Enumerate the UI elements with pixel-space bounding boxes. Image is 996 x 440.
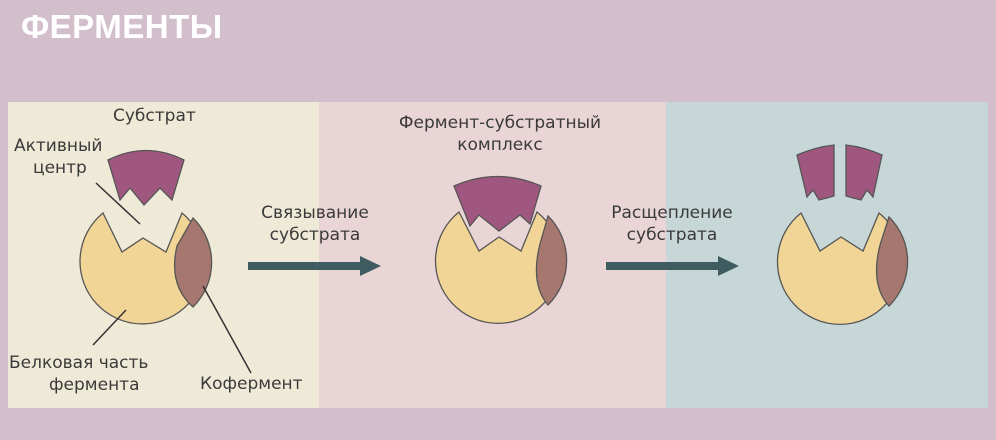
label-binding-line-1: Связывание xyxy=(261,203,369,223)
coenzyme xyxy=(174,216,213,308)
label-active-center-line-2: центр xyxy=(33,158,87,178)
substrate-fragment-left xyxy=(796,144,835,201)
enzyme-stage-3 xyxy=(776,211,909,325)
label-cleavage-line-2: субстрата xyxy=(626,225,718,245)
substrate-fragment-right xyxy=(845,144,883,201)
arrow-cleavage xyxy=(606,256,739,276)
bound-substrate xyxy=(453,175,542,232)
enzyme-stage-1 xyxy=(79,211,213,325)
protein-part-pointer xyxy=(92,309,127,346)
label-binding-line-2: субстрата xyxy=(269,225,361,245)
coenzyme xyxy=(535,214,568,306)
label-cleavage-line-1: Расщепление xyxy=(611,203,733,223)
substrate xyxy=(107,149,185,206)
coenzyme-pointer xyxy=(202,285,252,374)
coenzyme xyxy=(875,215,909,307)
label-substrate: Субстрат xyxy=(113,106,196,126)
label-coenzyme: Кофермент xyxy=(200,374,303,394)
enzyme-stage-2 xyxy=(434,175,568,324)
label-protein-part-line-2: фермента xyxy=(49,375,140,395)
active-center-pointer xyxy=(95,182,141,225)
label-active-center-line-1: Активный xyxy=(14,136,103,156)
label-protein-part-line-1: Белковая часть xyxy=(9,353,149,373)
label-complex-line-2: комплекс xyxy=(457,135,543,155)
arrow-binding xyxy=(248,256,381,276)
page-title: ФЕРМЕНТЫ xyxy=(21,8,223,45)
label-complex-line-1: Фермент-субстратный xyxy=(398,113,602,133)
